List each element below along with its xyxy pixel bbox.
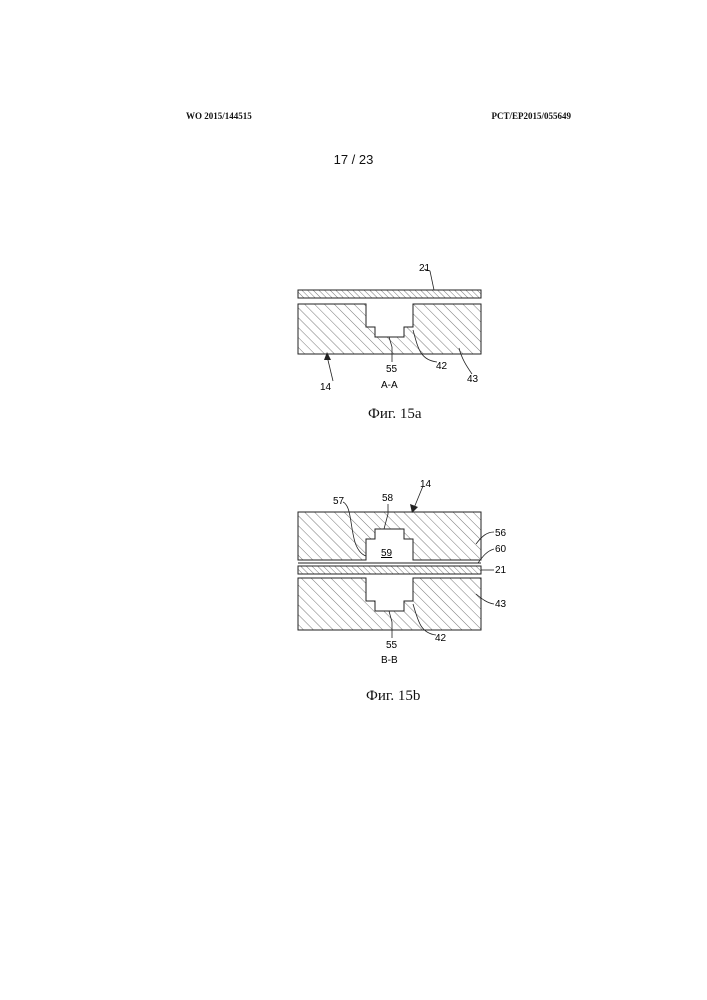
label-60: 60 (495, 544, 507, 555)
plate-21-b (298, 566, 481, 574)
section-label-b: B-B (381, 655, 398, 666)
figure-15a: 21 55 42 43 14 A-A (298, 263, 481, 393)
base-43-b (298, 578, 481, 630)
base-43-a (298, 304, 481, 354)
figure-15b: 57 58 14 59 56 60 21 43 55 42 B-B (298, 479, 507, 666)
label-43-b: 43 (495, 599, 507, 610)
figure-15b-caption: Фиг. 15b (366, 688, 420, 705)
label-58: 58 (382, 493, 394, 504)
label-56: 56 (495, 528, 507, 539)
figure-15a-caption: Фиг. 15а (368, 406, 422, 423)
label-42-a: 42 (436, 361, 448, 372)
label-21-b: 21 (495, 565, 507, 576)
section-label-a: A-A (381, 380, 398, 391)
label-55-a: 55 (386, 364, 398, 375)
label-42-b: 42 (435, 633, 447, 644)
label-14-a: 14 (320, 382, 332, 393)
label-57: 57 (333, 496, 345, 507)
label-55-b: 55 (386, 640, 398, 651)
label-14-b: 14 (420, 479, 432, 490)
label-21-a: 21 (419, 263, 431, 274)
label-43-a: 43 (467, 374, 479, 385)
label-59: 59 (381, 548, 393, 559)
plate-21-a (298, 290, 481, 298)
